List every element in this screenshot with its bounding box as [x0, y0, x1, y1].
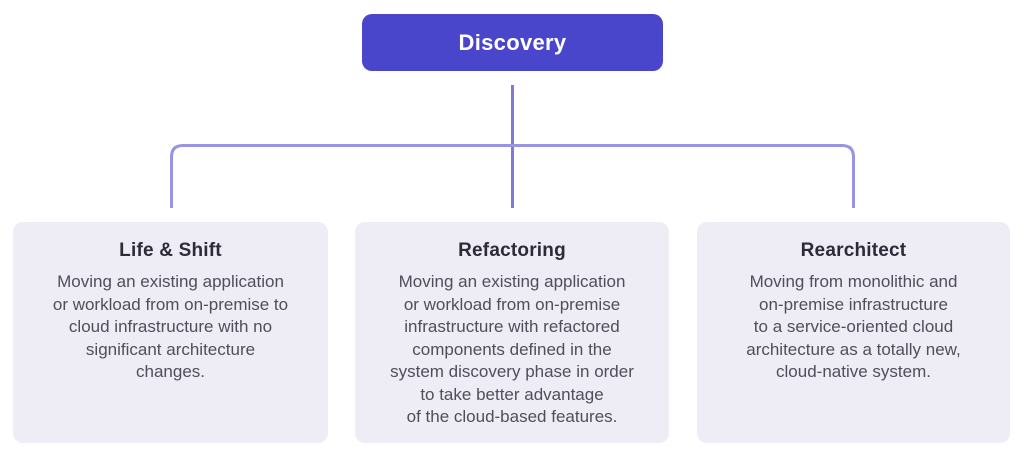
card-title: Life & Shift — [119, 240, 222, 261]
card-refactoring: Refactoring Moving an existing applicati… — [355, 222, 669, 443]
card-title: Rearchitect — [800, 240, 907, 261]
card-description: Moving an existing application or worklo… — [390, 272, 634, 426]
card-description: Moving an existing application or worklo… — [52, 272, 289, 381]
card-rearchitect: Rearchitect Moving from monolithic and o… — [697, 222, 1010, 443]
card-title: Refactoring — [458, 240, 566, 261]
card-description: Moving from monolithic and on-premise in… — [746, 272, 961, 381]
discovery-node: Discovery — [362, 14, 663, 71]
card-life-and-shift: Life & Shift Moving an existing applicat… — [13, 222, 328, 443]
connector-bracket — [170, 144, 855, 208]
